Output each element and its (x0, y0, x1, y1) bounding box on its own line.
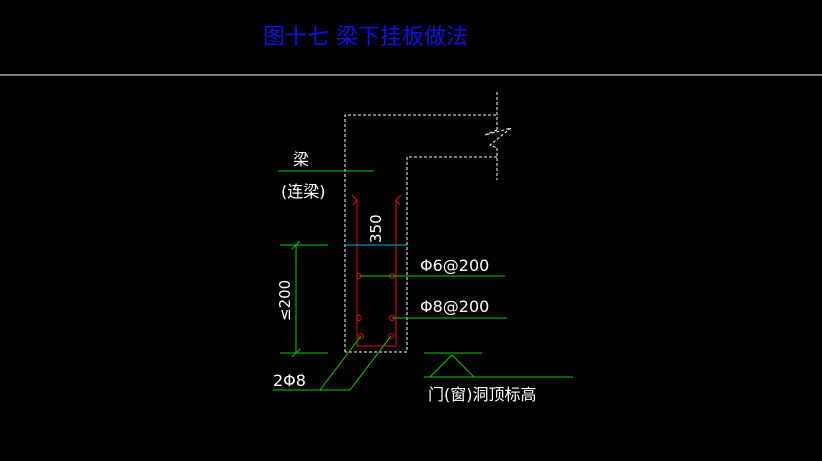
dimension-le200 (280, 240, 328, 358)
rebar-dot (358, 333, 364, 339)
beam-label: 梁 (293, 150, 309, 169)
opening-top-label: 门(窗)洞顶标高 (428, 385, 537, 404)
coupling-beam-label: (连梁) (281, 182, 326, 201)
distribution-label: Φ8@200 (420, 297, 489, 316)
rebar-points (356, 273, 395, 339)
rebar-dot (388, 333, 394, 339)
dimension-le200-label: ≤200 (276, 280, 294, 321)
rebar-cage (351, 194, 402, 347)
elevation-symbol (424, 352, 573, 378)
drawing-title: 图十七 梁下挂板做法 (263, 25, 468, 50)
stirrup-label: Φ6@200 (420, 256, 489, 275)
bottom-bars-label: 2Φ8 (273, 371, 306, 390)
bottom-bars-leader (273, 335, 392, 391)
dimension-350-label: 350 (367, 214, 385, 243)
rebar-dot (356, 315, 362, 321)
beam-outline (344, 92, 512, 353)
